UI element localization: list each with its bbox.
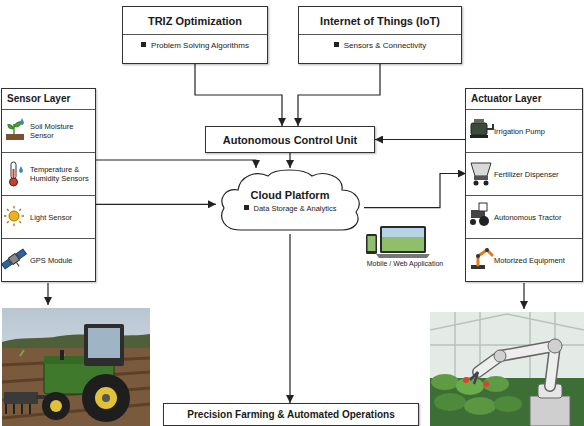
connector-arrow <box>375 139 466 140</box>
item-label: Fertilizer Dispenser <box>466 168 562 181</box>
sensor-item: Temperature & Humidity Sensors <box>2 152 95 195</box>
sensor-item: GPS Module <box>2 238 95 281</box>
sensor-item: Soil Moisture Sensor <box>2 109 95 152</box>
down-arrow <box>523 283 524 309</box>
item-label: Light Sensor <box>2 211 75 224</box>
item-label: GPS Module <box>2 254 76 267</box>
connector-arrow <box>298 64 380 126</box>
connector-arrow <box>364 174 466 208</box>
outcome-box: Precision Farming & Automated Operations <box>163 403 419 426</box>
item-label: Temperature & Humidity Sensors <box>2 163 95 185</box>
item-label: Autonomous Tractor <box>466 211 565 224</box>
devices-icon <box>366 226 430 258</box>
connector-arrow <box>195 64 282 126</box>
pump-icon <box>470 119 493 138</box>
layer-panel: Actuator LayerIrrigation PumpFertilizer … <box>465 88 583 282</box>
connector-arrow <box>289 234 290 403</box>
concept-box: TRIZ OptimizationProblem Solving Algorit… <box>122 6 268 64</box>
item-label: Soil Moisture Sensor <box>2 120 95 142</box>
cloud-shape: Cloud PlatformData Storage & Analytics <box>216 168 364 234</box>
connector-arrow <box>289 153 290 168</box>
panel-header: Sensor Layer <box>2 89 95 109</box>
box-title: TRIZ Optimization <box>123 7 267 35</box>
bullet-text: Problem Solving Algorithms <box>123 35 267 56</box>
down-arrow <box>47 283 48 305</box>
outcome-title: Precision Farming & Automated Operations <box>187 409 394 420</box>
connector-arrow <box>95 160 256 168</box>
actuator-item: Motorized Equipment <box>466 238 582 281</box>
connector-arrow <box>95 204 216 205</box>
actuator-item: Fertilizer Dispenser <box>466 152 582 195</box>
concept-box: Internet of Things (IoT)Sensors & Connec… <box>298 6 462 64</box>
thermometer-icon <box>10 162 23 186</box>
actuator-item: Autonomous Tractor <box>466 195 582 238</box>
soil-moisture-icon <box>6 118 24 140</box>
bullet-text: Data Storage & Analytics <box>216 201 364 216</box>
item-label: Irrigation Pump <box>466 125 548 138</box>
control-box: Autonomous Control Unit <box>205 126 375 153</box>
actuator-item: Irrigation Pump <box>466 109 582 152</box>
satellite-icon <box>1 248 30 274</box>
box-title: Internet of Things (IoT) <box>299 7 461 35</box>
sensor-item: Light Sensor <box>2 195 95 238</box>
layer-panel: Sensor LayerSoil Moisture SensorTemperat… <box>1 88 96 282</box>
robot-greenhouse-photo <box>430 312 584 426</box>
panel-header: Actuator Layer <box>466 89 582 109</box>
dispenser-icon <box>471 163 491 186</box>
cloud-title: Cloud Platform <box>216 168 364 201</box>
bullet-text: Sensors & Connectivity <box>299 35 461 56</box>
tractor-photo <box>2 308 150 426</box>
tractor-icon <box>470 203 489 226</box>
robot-arm-icon <box>471 248 492 269</box>
box-title: Autonomous Control Unit <box>223 134 357 146</box>
item-label: Motorized Equipment <box>466 254 568 267</box>
device-label: Mobile / Web Application <box>350 260 460 267</box>
sun-icon <box>4 206 24 226</box>
